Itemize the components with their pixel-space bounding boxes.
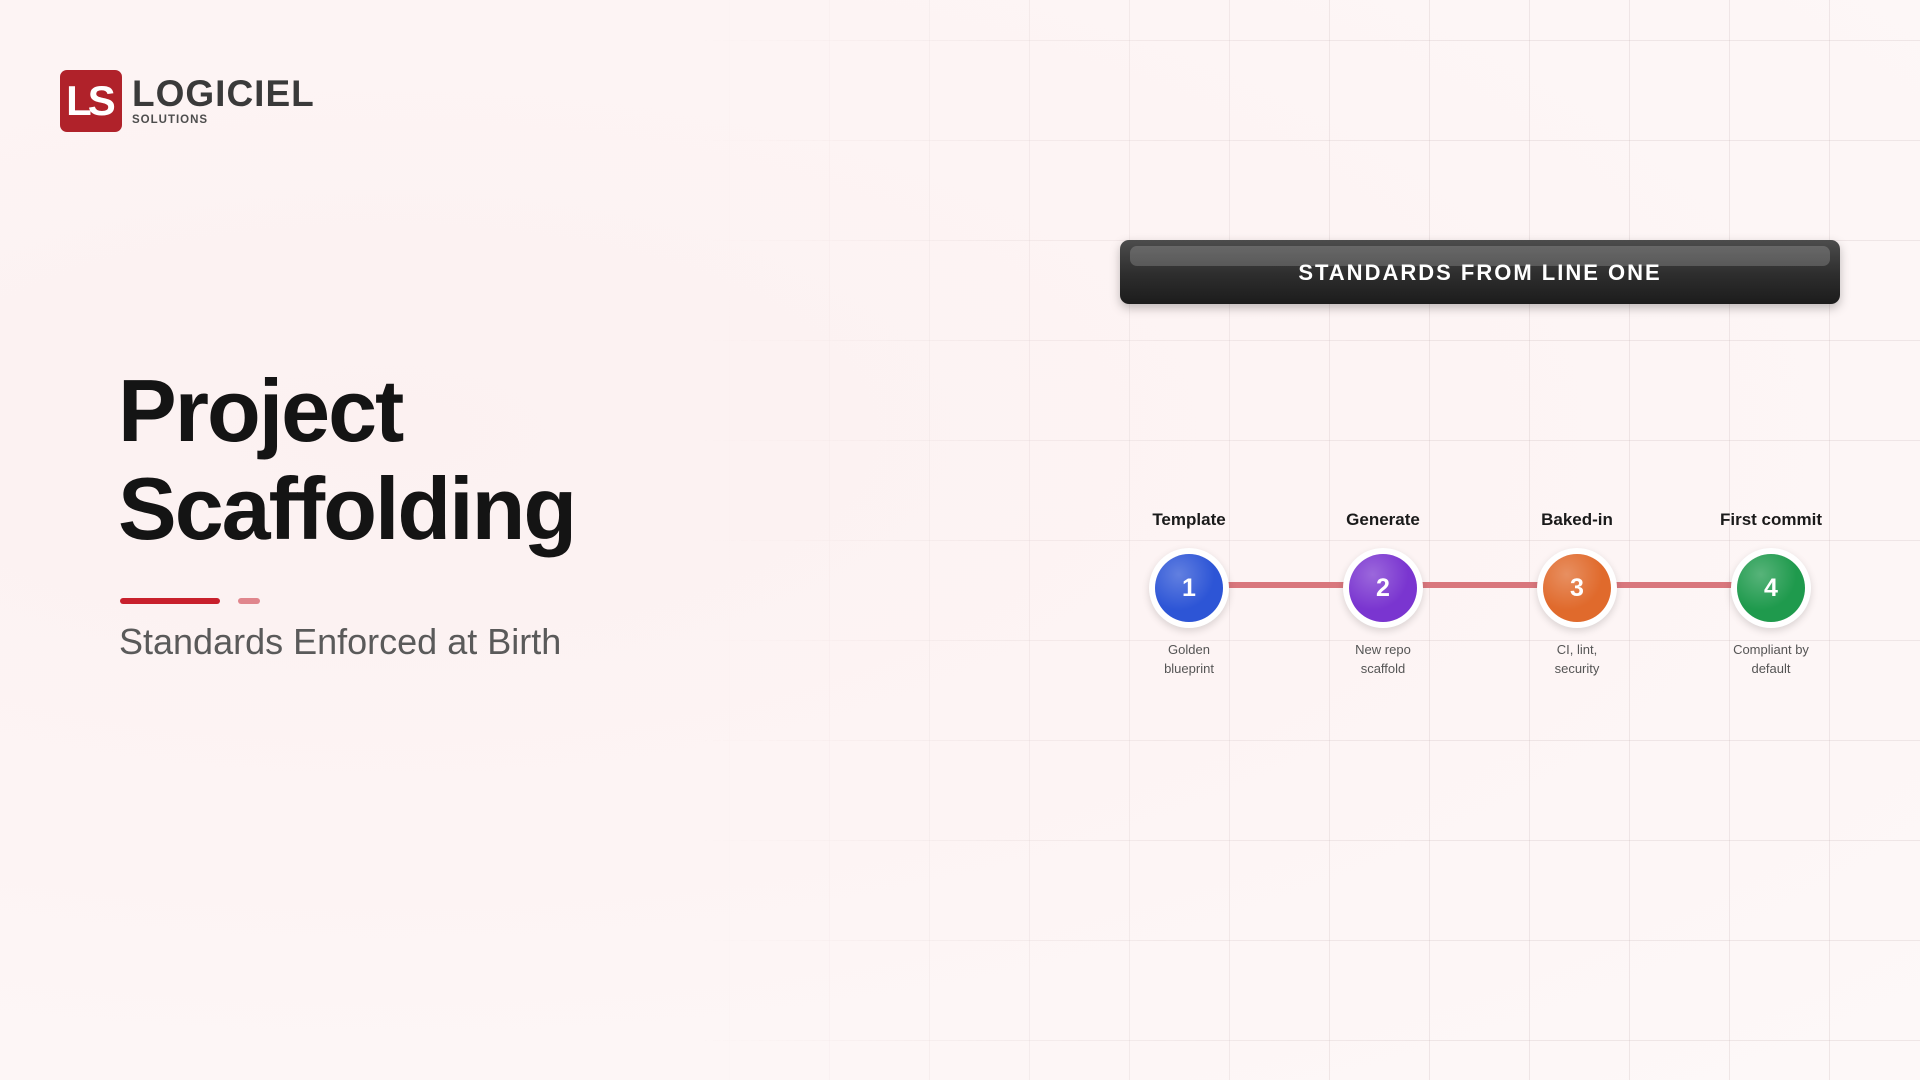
step-circle: 2 [1343,548,1423,628]
step-description-line-2: blueprint [1164,661,1214,676]
step-number-badge: 2 [1349,554,1417,622]
step-description-line-2: scaffold [1360,661,1406,676]
background-grid [700,0,1920,1080]
step-description-line-1: Golden [1168,642,1210,657]
accent-bar-short [238,598,260,604]
banner-shine [1130,246,1830,266]
step-description-line-1: CI, lint, [1556,642,1598,657]
logo-tagline: SOLUTIONS [132,114,209,126]
page-title-line-2: Scaffolding [118,459,577,558]
step-description: New repo scaffold [1288,640,1478,678]
logo-text: LOGICIEL SOLUTIONS [132,73,315,126]
connector-1-2 [1226,582,1348,588]
step-first-commit: First commit 4 Compliant by default [1676,505,1866,678]
step-label: Template [1152,510,1226,529]
accent-bar-long [120,598,220,604]
step-number-badge: 3 [1543,554,1611,622]
step-circle: 4 [1731,548,1811,628]
step-description-line-2: default [1751,661,1791,676]
step-description-line-1: New repo [1355,642,1411,657]
step-template: Template 1 Golden blueprint [1094,505,1284,678]
connector-2-3 [1420,582,1542,588]
step-circle: 1 [1149,548,1229,628]
step-baked-in: Baked-in 3 CI, lint, security [1482,505,1672,678]
connector-3-4 [1614,582,1736,588]
step-description-line-1: Compliant by [1733,642,1809,657]
banner-text: STANDARDS FROM LINE ONE [1298,260,1662,285]
step-label: First commit [1719,510,1823,529]
step-description: Compliant by default [1676,640,1866,678]
step-number-badge: 1 [1155,554,1223,622]
step-description: CI, lint, security [1482,640,1672,678]
logo-mark: LS [60,70,122,132]
page-subtitle: Standards Enforced at Birth [119,621,562,662]
banner: STANDARDS FROM LINE ONE [1120,240,1840,304]
logo: LS LOGICIEL SOLUTIONS [60,70,315,132]
page-title: Project Scaffolding [118,361,577,558]
step-label: Generate [1346,510,1420,529]
step-circle: 3 [1537,548,1617,628]
logo-name: LOGICIEL [132,73,315,114]
step-generate: Generate 2 New repo scaffold [1288,505,1478,678]
step-description: Golden blueprint [1094,640,1284,678]
page-title-line-1: Project [118,361,404,460]
step-number-badge: 4 [1737,554,1805,622]
step-label: Baked-in [1541,510,1613,529]
step-description-line-2: security [1554,661,1600,676]
